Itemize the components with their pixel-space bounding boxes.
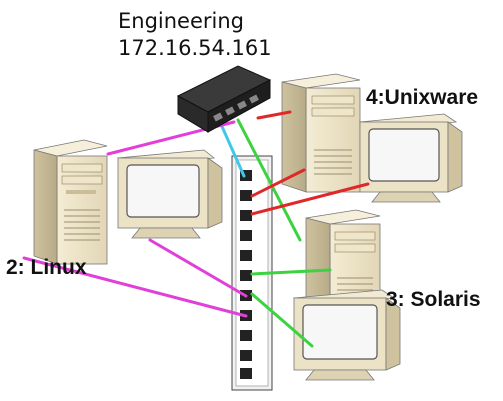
computer-solaris (292, 209, 401, 381)
computer-linux (33, 139, 223, 265)
node-label-solaris: 3: Solaris (386, 288, 481, 311)
monitor-unixware (358, 113, 463, 203)
link-uplink (218, 120, 246, 178)
node-label-linux: 2: Linux (6, 256, 87, 279)
link-linux-monitor (148, 238, 248, 298)
node-label-unixware: 4:Unixware (366, 86, 479, 109)
console-server (176, 65, 272, 133)
device-name: Engineering (118, 9, 244, 33)
link-solaris-console (236, 118, 302, 242)
device-ip-address: 172.16.54.161 (118, 36, 272, 60)
link-solaris-monitor (250, 292, 314, 348)
link-linux-tower (22, 256, 248, 318)
link-unixware-tower (250, 168, 306, 198)
link-unixware-monitor (250, 182, 370, 216)
link-unixware-console (256, 110, 292, 120)
monitor-solaris (292, 289, 401, 381)
monitor-linux (116, 149, 223, 239)
cable-links (22, 110, 370, 348)
link-solaris-tower (250, 268, 332, 276)
computer-unixware (281, 73, 463, 203)
tower-linux (33, 139, 108, 265)
